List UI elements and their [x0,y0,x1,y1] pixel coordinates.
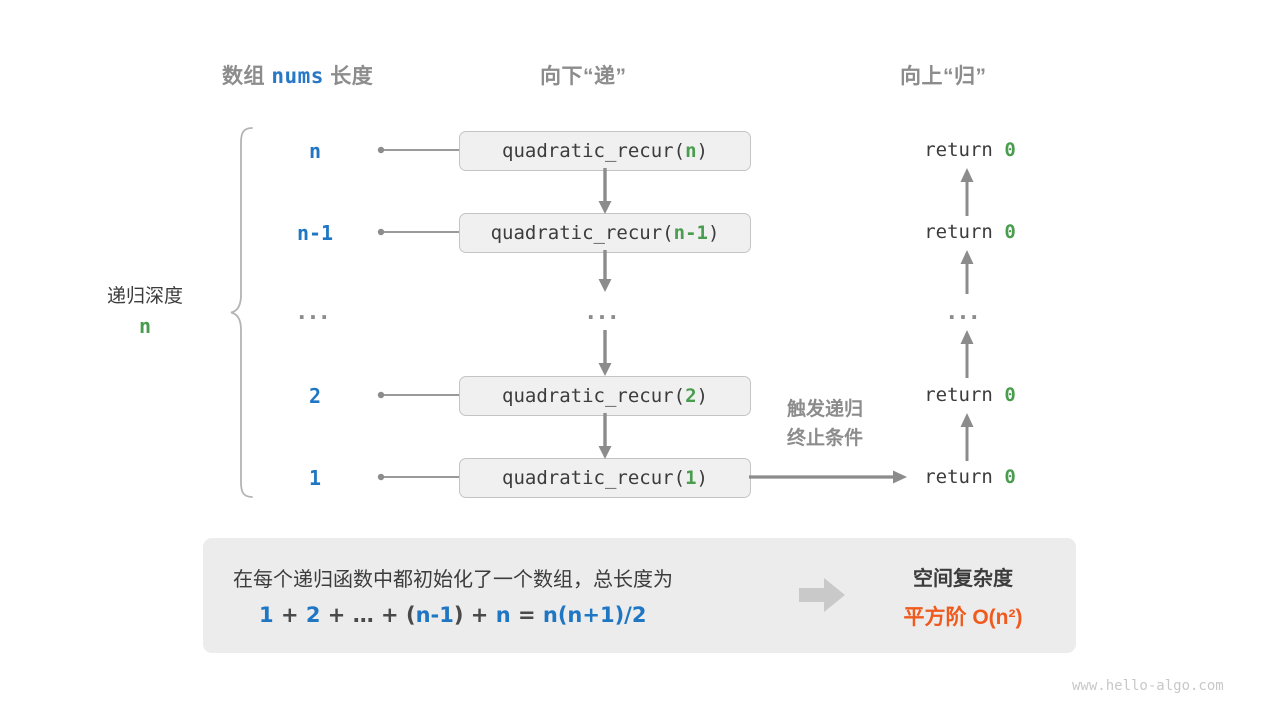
call-box[interactable]: quadratic_recur(n-1) [459,213,751,253]
summary-description: 在每个递归函数中都初始化了一个数组，总长度为 [233,569,673,591]
column-header-array-length: 数组 nums 长度 [222,60,373,90]
formula-term-4: n [495,603,511,627]
return-keyword: return [924,221,993,243]
formula-paren-open: ( [405,603,416,627]
arrow-up-icon [958,413,976,461]
formula-paren-close: ) [453,603,464,627]
depth-brace [228,125,258,500]
array-size-ellipsis: ... [298,295,332,325]
call-box-suffix: ) [696,467,708,489]
return-value: 0 [1004,384,1016,406]
formula-result: n(n+1)/2 [542,603,647,627]
return-statement: return 0 [890,466,1050,488]
connector-line [375,225,465,239]
call-box-argument: 2 [685,385,697,407]
connector-line [375,143,465,157]
formula-op-3: + [381,603,399,627]
array-header-code: nums [271,64,324,88]
arrow-up-icon [958,330,976,378]
array-size-value: n [308,139,322,163]
return-value: 0 [1004,139,1016,161]
recursion-depth-value: n [138,314,152,339]
space-complexity-title: 空间复杂度 [913,568,1013,590]
call-box[interactable]: quadratic_recur(2) [459,376,751,416]
formula-op-2: + [327,603,346,627]
call-box-suffix: ) [696,140,708,162]
array-header-prefix: 数组 [222,65,265,88]
connector-line [375,470,465,484]
formula-term-3: n-1 [415,603,454,627]
column-header-descend: 向下“递” [540,65,627,88]
formula-term-2: 2 [305,603,321,627]
call-box[interactable]: quadratic_recur(n) [459,131,751,171]
formula-op-4: + [470,603,489,627]
return-keyword: return [924,139,993,161]
space-complexity-value: 平方阶 O(n²) [903,606,1023,629]
array-size-value: 2 [308,384,322,408]
arrow-down-icon [596,413,614,461]
return-statement: return 0 [890,139,1050,161]
call-box-argument: 1 [685,467,697,489]
formula-op-1: + [280,603,299,627]
watermark: www.hello-algo.com [1072,678,1224,694]
formula-ellipsis: … [352,603,374,627]
arrow-up-icon [958,168,976,216]
call-box-prefix: quadratic_recur( [502,140,686,162]
return-keyword: return [924,466,993,488]
call-box-prefix: quadratic_recur( [502,385,686,407]
array-header-suffix: 长度 [330,65,374,88]
call-box[interactable]: quadratic_recur(1) [459,458,751,498]
return-value: 0 [1004,221,1016,243]
connector-line [375,388,465,402]
column-header-ascend: 向上“归” [900,65,987,88]
array-size-value: n-1 [296,221,334,245]
termination-note-line2: 终止条件 [786,428,863,450]
return-statement: return 0 [890,221,1050,243]
formula-term-1: 1 [259,603,274,627]
termination-note-line1: 触发递归 [786,399,863,420]
recursion-depth-text: 递归深度 [106,286,183,307]
formula-equals: = [517,603,536,627]
call-box-argument: n-1 [673,222,708,244]
termination-note: 触发递归 终止条件 [755,395,895,454]
return-value: 0 [1004,466,1016,488]
arrow-down-icon [596,250,614,294]
arrow-right-icon [749,468,909,486]
call-box-suffix: ) [707,222,720,244]
call-chain-ellipsis: ... [587,295,621,325]
array-size-value: 1 [308,466,322,490]
return-keyword: return [924,384,993,406]
summary-formula: 1 + 2 + … + (n-1) + n = n(n+1)/2 [259,603,646,627]
return-statement: return 0 [890,384,1050,406]
call-box-prefix: quadratic_recur( [490,222,674,244]
arrow-down-icon [596,168,614,216]
arrow-right-block-icon [797,575,847,615]
recursion-depth-label: 递归深度 n [80,282,210,342]
arrow-up-icon [958,250,976,294]
return-chain-ellipsis: ... [948,295,982,325]
summary-panel: 在每个递归函数中都初始化了一个数组，总长度为 1 + 2 + … + (n-1)… [203,538,1076,653]
call-box-argument: n [685,140,697,162]
arrow-down-icon [596,330,614,378]
call-box-prefix: quadratic_recur( [502,467,686,489]
call-box-suffix: ) [696,385,708,407]
